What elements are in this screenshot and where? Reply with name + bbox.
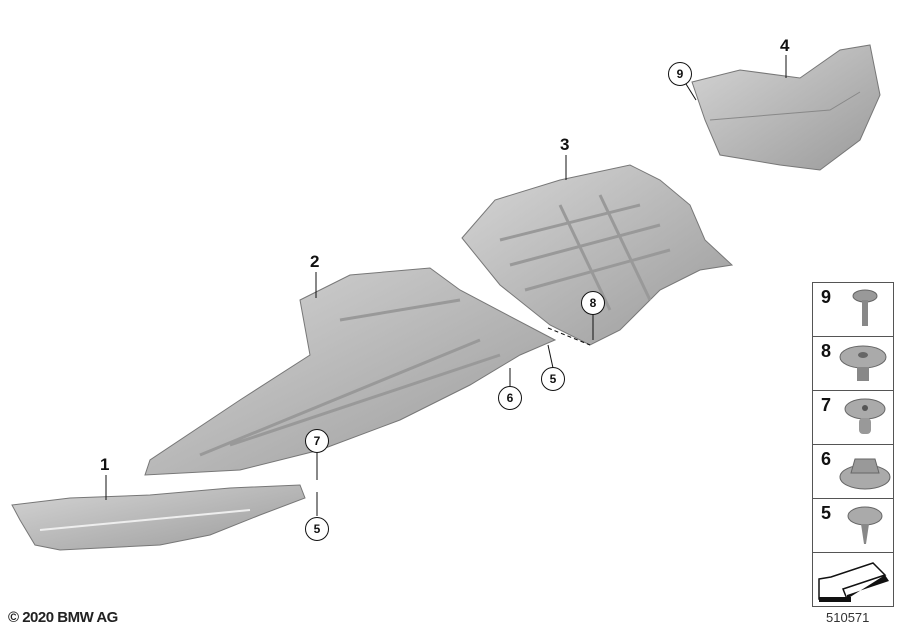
- legend-number: 9: [821, 287, 832, 307]
- leader-lines: [105, 55, 787, 516]
- callout-part-4: 4: [780, 36, 790, 55]
- collar-screw-icon: [847, 506, 883, 544]
- legend-direction: [813, 553, 893, 606]
- callout-circle-7: 7: [305, 429, 329, 453]
- front-direction-arrow-icon: [818, 562, 889, 602]
- fastener-legend: 9 8 7 6 5: [812, 282, 894, 607]
- copyright: © 2020 BMW AG: [8, 609, 118, 626]
- callout-circle-5: 5: [305, 517, 329, 541]
- heat-shield-part-4[interactable]: [691, 44, 881, 171]
- callout-circle-5: 5: [541, 367, 565, 391]
- callout-circle-9: 9: [668, 62, 692, 86]
- callout-circle-8: 8: [581, 291, 605, 315]
- legend-item-5[interactable]: 5: [813, 499, 893, 553]
- legend-number: 8: [821, 341, 832, 361]
- callout-part-2: 2: [310, 252, 320, 271]
- legend-item-8[interactable]: 8: [813, 337, 893, 391]
- legend-number: 6: [821, 449, 832, 469]
- diagram-id: 510571: [826, 610, 870, 625]
- expanding-rivet-icon: [839, 345, 887, 381]
- legend-item-7[interactable]: 7: [813, 391, 893, 445]
- legend-item-9[interactable]: 9: [813, 283, 893, 337]
- clip-rivet-icon: [844, 398, 886, 434]
- collar-nut-icon: [839, 458, 891, 490]
- legend-number: 7: [821, 395, 832, 415]
- callout-part-1: 1: [100, 455, 110, 474]
- callout-circle-6: 6: [498, 386, 522, 410]
- underbody-panel-part-1[interactable]: [11, 484, 306, 551]
- callout-part-3: 3: [560, 135, 570, 154]
- underbody-panel-part-2[interactable]: [144, 267, 557, 476]
- legend-number: 5: [821, 503, 832, 523]
- legend-item-6[interactable]: 6: [813, 445, 893, 499]
- screw-icon: [852, 289, 878, 326]
- underbody-panel-part-3[interactable]: [461, 164, 734, 346]
